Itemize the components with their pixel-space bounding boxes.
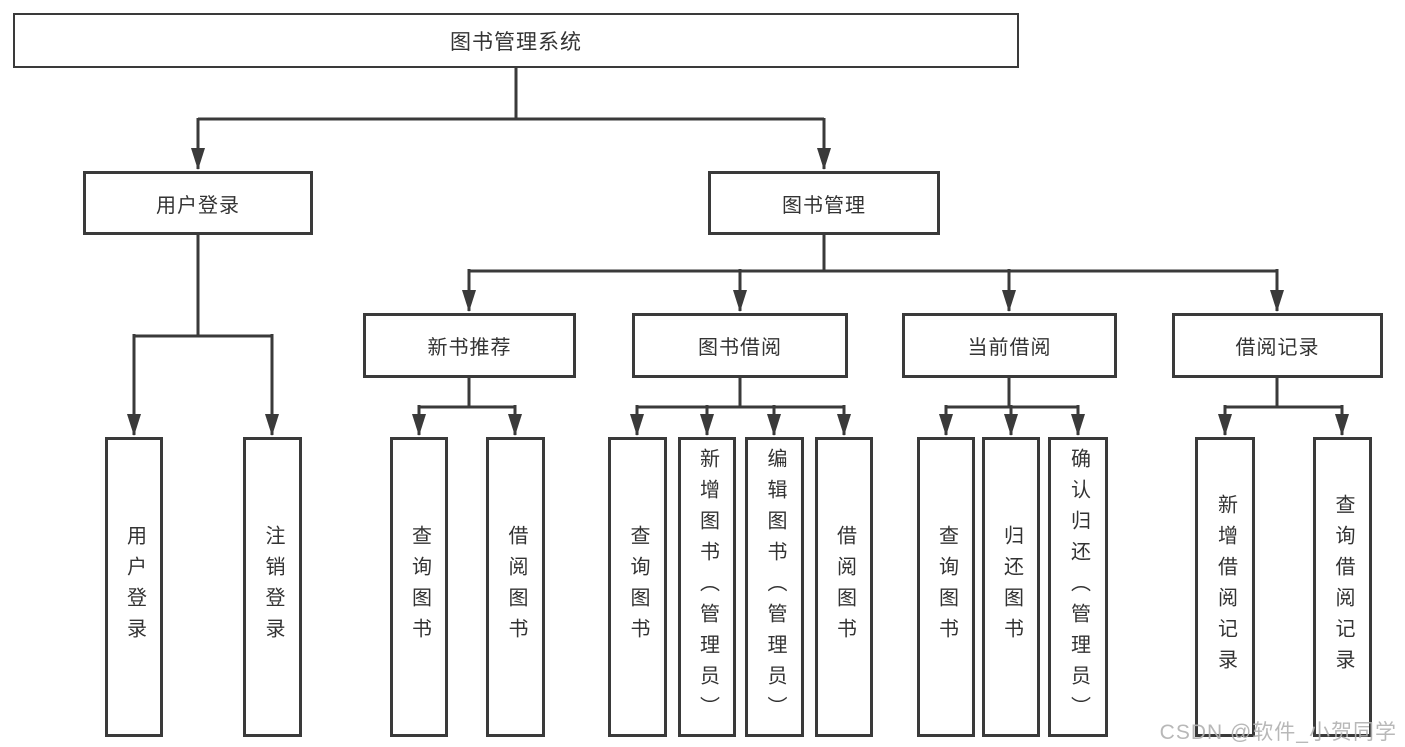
node-leaf-query-book-3: 查询图书 [917,437,975,737]
node-user-login-label: 用户登录 [156,194,240,217]
node-new-book-recommend: 新书推荐 [363,313,576,378]
node-leaf-user-login-label: 用户登录 [123,525,146,649]
node-leaf-return-book: 归还图书 [982,437,1040,737]
node-leaf-logout: 注销登录 [243,437,302,737]
node-borrow-records: 借阅记录 [1172,313,1383,378]
node-new-book-recommend-label: 新书推荐 [427,337,512,359]
node-leaf-add-borrow-record: 新增借阅记录 [1195,437,1255,737]
node-leaf-borrow-book-1: 借阅图书 [486,437,545,737]
node-leaf-query-book-1: 查询图书 [390,437,448,737]
csdn-watermark: CSDN @软件_小贺同学 [1159,721,1397,744]
node-library-system: 图书管理系统 [13,13,1019,68]
node-leaf-user-login: 用户登录 [105,437,163,737]
node-leaf-confirm-return-admin: 确认归还（管理员） [1048,437,1108,737]
node-current-borrow: 当前借阅 [902,313,1117,378]
node-leaf-borrow-book-2: 借阅图书 [815,437,873,737]
node-leaf-query-borrow-record: 查询借阅记录 [1313,437,1372,737]
node-leaf-query-book-1-label: 查询图书 [408,525,431,649]
node-book-management-label: 图书管理 [782,194,866,217]
node-leaf-query-borrow-record-label: 查询借阅记录 [1332,494,1354,680]
node-book-borrow-label: 图书借阅 [698,337,782,359]
node-leaf-borrow-book-1-label: 借阅图书 [505,525,527,649]
node-leaf-edit-book-admin-label: 编辑图书（管理员） [764,447,786,727]
node-leaf-borrow-book-2-label: 借阅图书 [833,525,856,649]
node-leaf-add-borrow-record-label: 新增借阅记录 [1214,494,1237,680]
node-leaf-logout-label: 注销登录 [262,525,284,649]
node-borrow-records-label: 借阅记录 [1235,337,1320,359]
node-leaf-return-book-label: 归还图书 [1000,525,1023,649]
node-user-login: 用户登录 [83,171,313,235]
node-current-borrow-label: 当前借阅 [967,337,1052,359]
node-leaf-query-book-2-label: 查询图书 [627,525,649,649]
node-leaf-query-book-2: 查询图书 [608,437,667,737]
node-leaf-add-book-admin-label: 新增图书（管理员） [696,447,719,727]
node-leaf-confirm-return-admin-label: 确认归还（管理员） [1067,447,1090,727]
node-book-management: 图书管理 [708,171,940,235]
node-leaf-query-book-3-label: 查询图书 [935,525,958,649]
node-book-borrow: 图书借阅 [632,313,848,378]
node-library-system-label: 图书管理系统 [450,30,582,54]
node-leaf-edit-book-admin: 编辑图书（管理员） [745,437,804,737]
node-leaf-add-book-admin: 新增图书（管理员） [678,437,736,737]
